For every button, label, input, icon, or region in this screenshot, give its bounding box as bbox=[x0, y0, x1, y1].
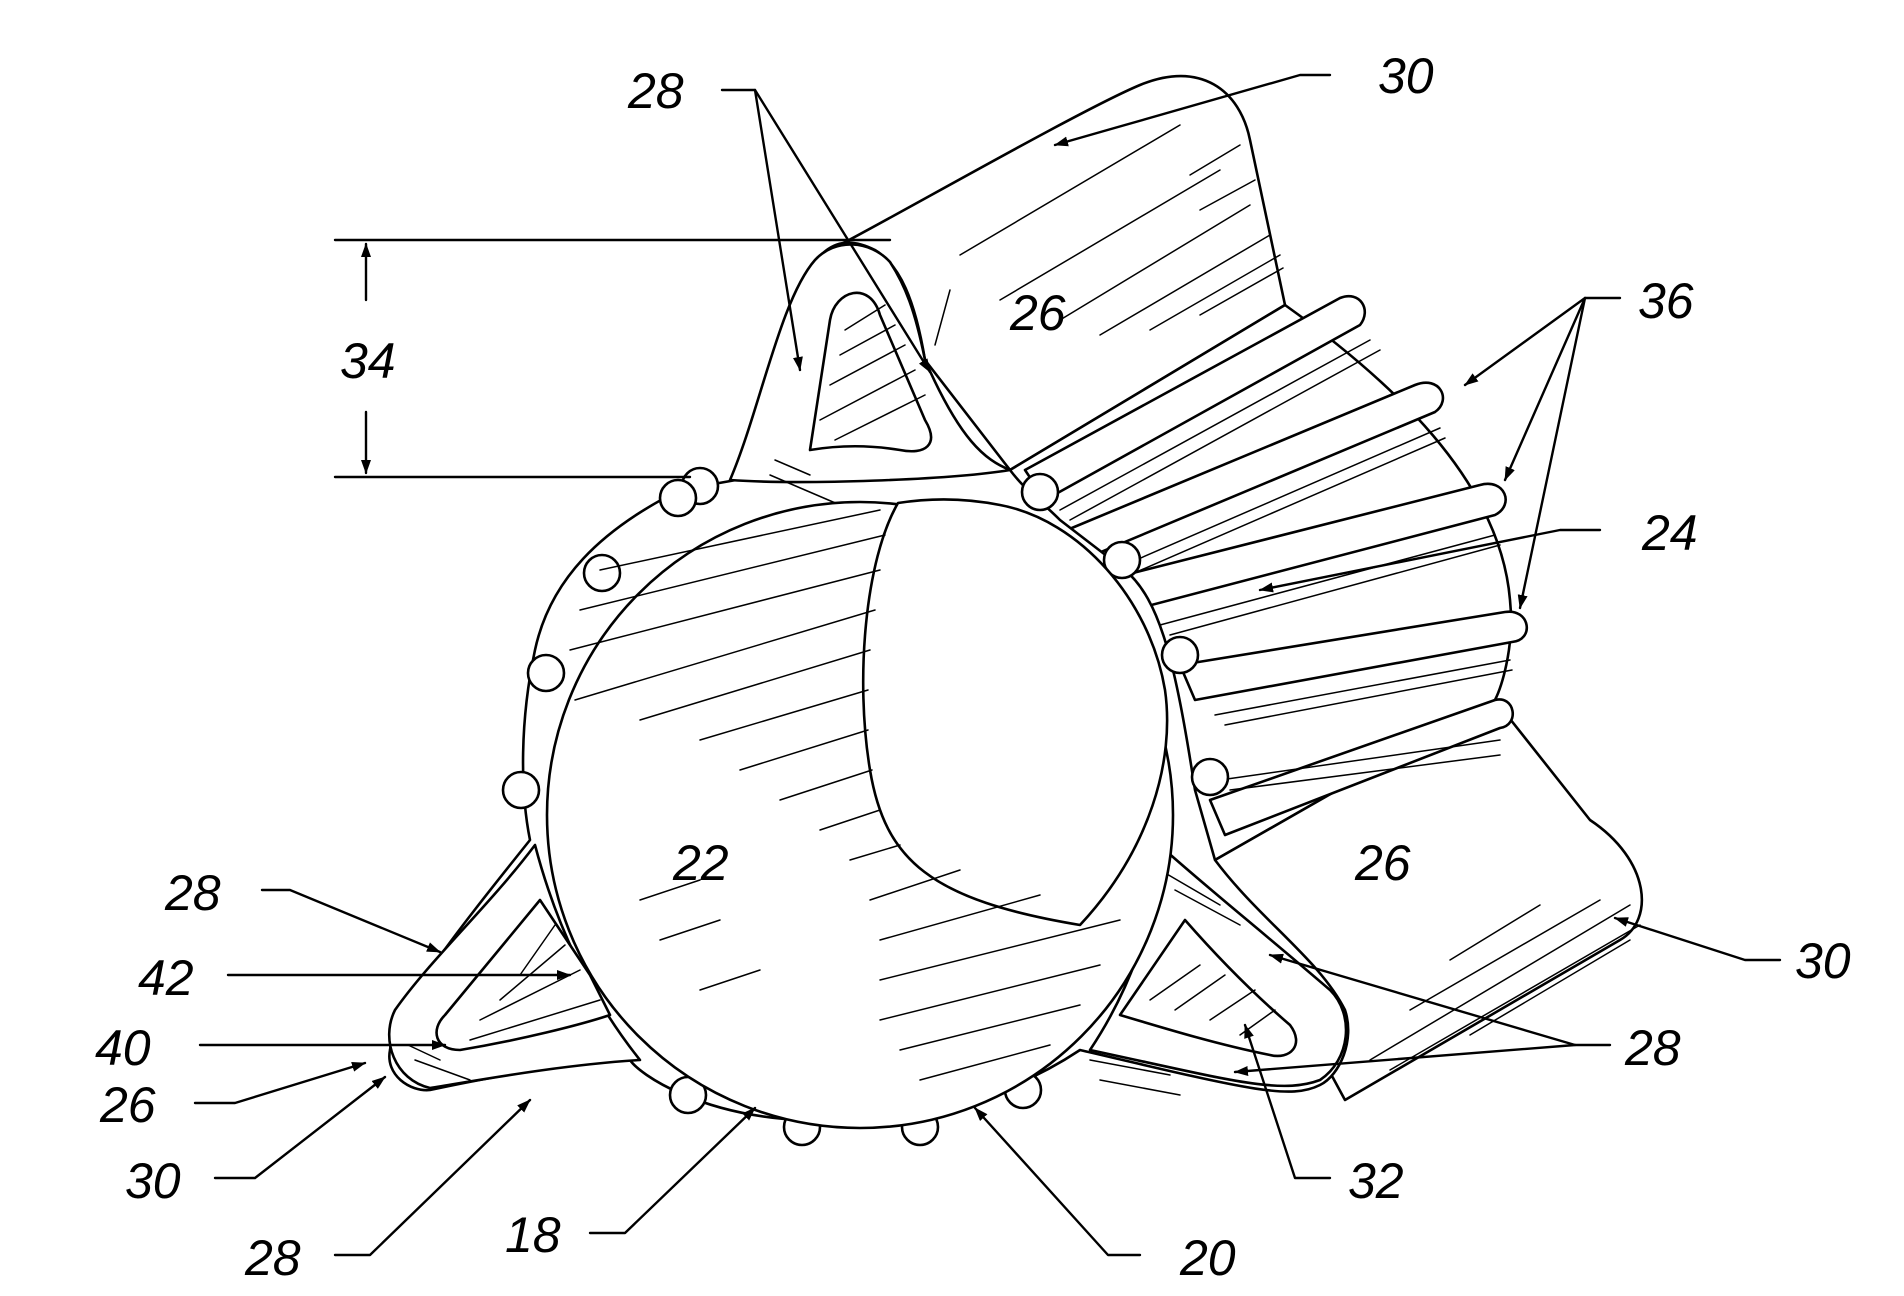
ref-40: 40 bbox=[95, 1020, 151, 1076]
bump bbox=[528, 655, 564, 691]
ref-20: 20 bbox=[1179, 1230, 1236, 1286]
ref-42: 42 bbox=[138, 950, 194, 1006]
bump bbox=[660, 480, 696, 516]
bump bbox=[1192, 759, 1228, 795]
ref-28-top: 28 bbox=[627, 63, 684, 119]
ref-30-right: 30 bbox=[1795, 933, 1851, 989]
bump bbox=[503, 772, 539, 808]
bump bbox=[1162, 637, 1198, 673]
ref-28-bottom-left: 28 bbox=[244, 1230, 301, 1286]
ref-32: 32 bbox=[1348, 1153, 1404, 1209]
ref-26-right: 26 bbox=[1354, 835, 1411, 891]
ref-28-right: 28 bbox=[1624, 1020, 1681, 1076]
ref-22: 22 bbox=[672, 835, 729, 891]
ref-36: 36 bbox=[1638, 273, 1694, 329]
ref-28-left: 28 bbox=[164, 865, 221, 921]
bump bbox=[584, 555, 620, 591]
ref-18: 18 bbox=[505, 1207, 561, 1263]
ref-30-left: 30 bbox=[125, 1153, 181, 1209]
ref-30-top: 30 bbox=[1378, 48, 1434, 104]
ref-24: 24 bbox=[1641, 505, 1698, 561]
ref-26-left: 26 bbox=[99, 1077, 156, 1133]
bump bbox=[1022, 474, 1058, 510]
ref-34: 34 bbox=[340, 333, 396, 389]
ref-26-top: 26 bbox=[1009, 285, 1066, 341]
